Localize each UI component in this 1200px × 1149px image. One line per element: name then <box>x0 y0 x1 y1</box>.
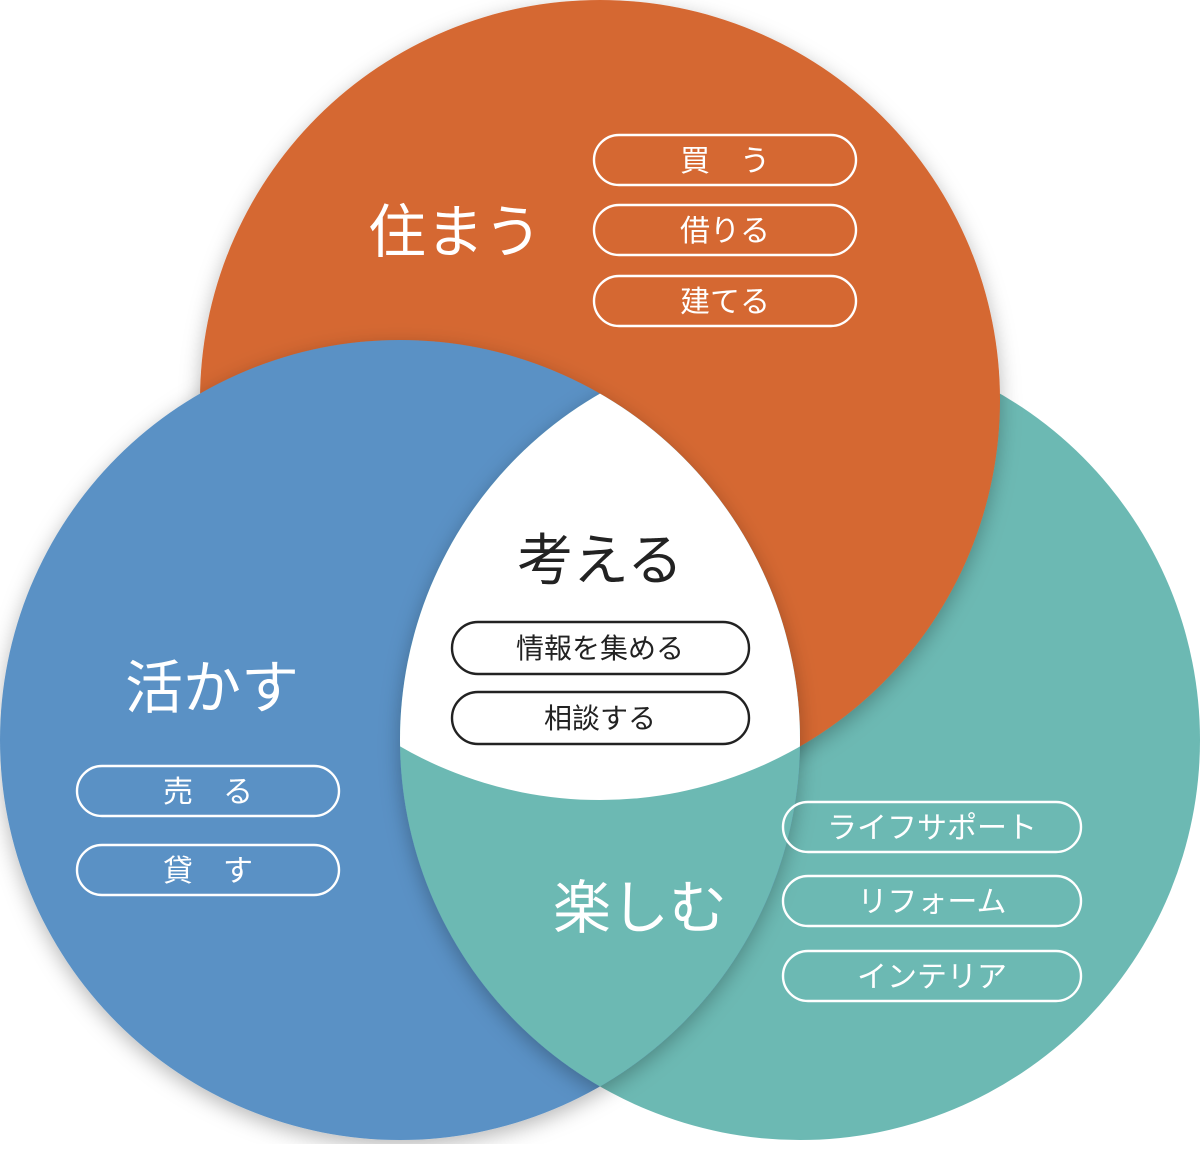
kangaeru-item-joho[interactable]: 情報を集める <box>450 620 751 676</box>
sumau-item-tateru[interactable]: 建てる <box>592 274 858 328</box>
svg-text:リフォーム: リフォーム <box>857 885 1006 920</box>
svg-text:インテリア: インテリア <box>857 960 1007 995</box>
tanoshimu-item-interior[interactable]: インテリア <box>781 949 1083 1003</box>
svg-text:借りる: 借りる <box>680 214 770 249</box>
tanoshimu-item-reform[interactable]: リフォーム <box>781 874 1083 928</box>
kangaeru-title: 考える <box>517 529 683 594</box>
ikasu-item-uru[interactable]: 売 る <box>75 764 341 818</box>
ikasu-title: 活かす <box>125 654 299 722</box>
svg-text:売 る: 売 る <box>163 775 253 810</box>
svg-text:情報を集める: 情報を集める <box>516 632 684 665</box>
center-region <box>400 340 800 800</box>
svg-text:貸 す: 貸 す <box>163 854 253 889</box>
svg-text:ライフサポート: ライフサポート <box>827 811 1037 846</box>
svg-text:相談する: 相談する <box>544 702 656 735</box>
tanoshimu-item-lifesupport[interactable]: ライフサポート <box>781 800 1083 854</box>
sumau-item-kariru[interactable]: 借りる <box>592 203 858 257</box>
sumau-item-kau[interactable]: 買 う <box>592 133 858 187</box>
svg-text:買 う: 買 う <box>680 144 770 179</box>
tanoshimu-title: 楽しむ <box>553 874 727 942</box>
ikasu-item-kasu[interactable]: 貸 す <box>75 843 341 897</box>
kangaeru-item-sodan[interactable]: 相談する <box>450 690 751 746</box>
sumau-title: 住まう <box>368 198 542 266</box>
svg-text:建てる: 建てる <box>680 285 770 320</box>
